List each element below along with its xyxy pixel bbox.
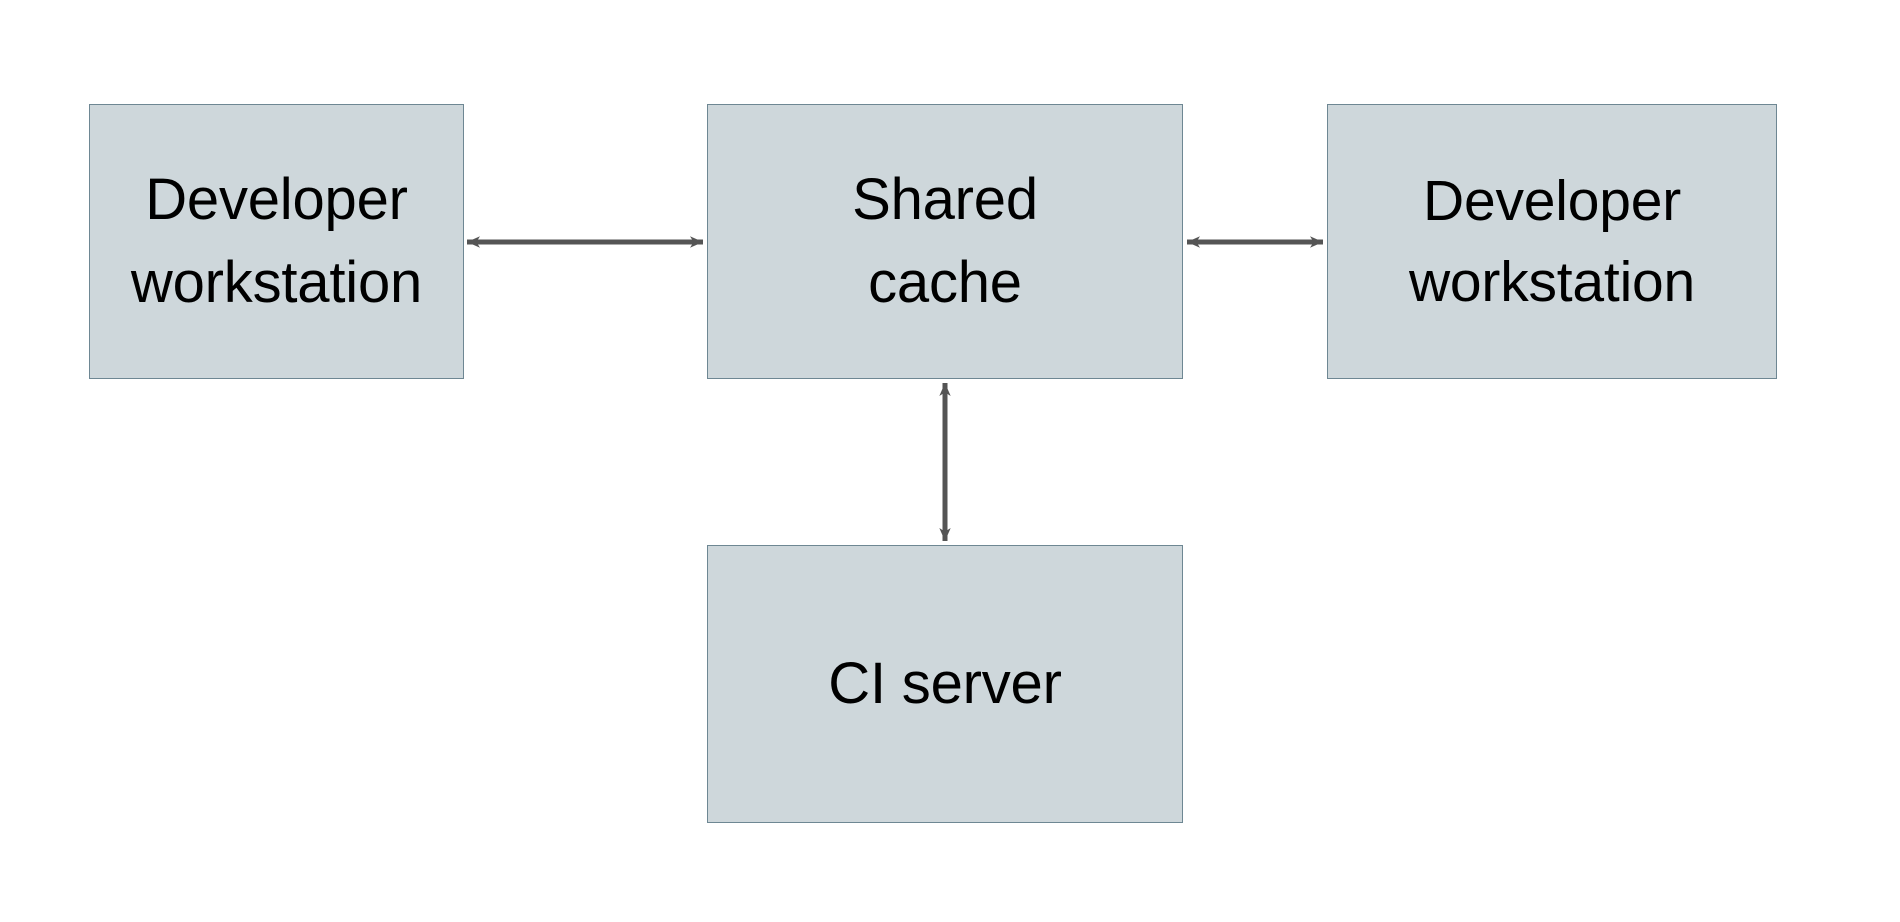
node-label: Developer workstation [130, 167, 423, 315]
node-shared-cache[interactable]: Shared cache [707, 104, 1183, 379]
node-label: CI server [828, 650, 1062, 716]
node-label: Developer workstation [1408, 168, 1696, 314]
node-ci-server[interactable]: CI server [707, 545, 1183, 823]
node-developer-workstation-right[interactable]: Developer workstation [1327, 104, 1777, 379]
node-label: Shared cache [852, 167, 1038, 315]
node-developer-workstation-left[interactable]: Developer workstation [89, 104, 464, 379]
